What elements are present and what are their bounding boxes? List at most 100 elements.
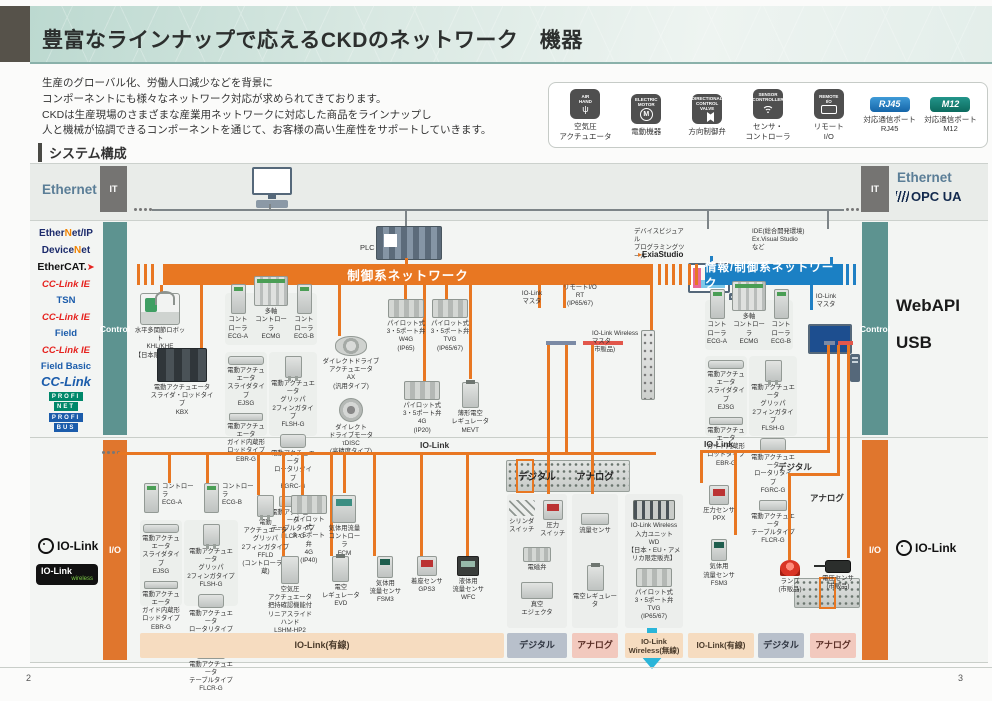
plc-label: PLC bbox=[360, 243, 375, 252]
product-caption: コントローラ ECG-B bbox=[294, 316, 314, 340]
controller-ecg-a-image bbox=[144, 483, 159, 513]
hand-lshm-hp2-image bbox=[281, 556, 299, 584]
flow-sensor-fsm3: 気体用 流量センサ FSM3 bbox=[370, 556, 401, 605]
logo-text: TSN bbox=[56, 295, 76, 306]
pressure-sensor-ppx: 圧力センサ PPX bbox=[703, 485, 735, 523]
actuator-flsh-g: 電動アクチュエータ グリッパ 2フィンガタイプ FLSH-G bbox=[186, 524, 236, 589]
icon-tile-text: REMOTE I/O bbox=[819, 93, 839, 105]
exiastudio-mark: ▸ bbox=[638, 250, 643, 259]
control-bar-right: Control bbox=[860, 222, 890, 435]
ellipsis-dots bbox=[134, 208, 137, 211]
controller-ecmg: 多軸 コントローラ ECMG bbox=[254, 276, 288, 341]
product-caption: IO-Link Wireless 入力ユニット WD 【日本・EU・アメリカ限定… bbox=[627, 522, 681, 563]
logo-text: CC-Link bbox=[41, 279, 82, 290]
icon-caption: リモート I/O bbox=[813, 122, 844, 141]
connector bbox=[168, 455, 171, 483]
actuator-flcr-g: 電動アクチュエータ テーブルタイプ FLCR-G bbox=[751, 499, 795, 546]
icon-item-rj45: RJ45 対応通信ポート RJ45 bbox=[861, 96, 919, 134]
valve-tvg-wireless-image bbox=[636, 567, 672, 587]
header-mesh-decoration bbox=[30, 6, 992, 62]
logo-text: BUS bbox=[53, 423, 79, 432]
lamp-image bbox=[780, 560, 800, 576]
icon-item-air-hand: AIR HAND ψ 空気圧 アクチュエータ bbox=[556, 89, 614, 141]
exiastudio-text: ExiaStudio bbox=[642, 250, 684, 259]
actuator-ejsg: 電動アクチュエータ スライダタイプ EJSG bbox=[142, 524, 180, 576]
flow-controller-fcm-image bbox=[332, 495, 357, 523]
page-number-right: 3 bbox=[958, 673, 964, 683]
product-caption: 電動アクチュエータ スライダタイプ EJSG bbox=[227, 367, 265, 407]
icon-caption: 方向制御弁 bbox=[688, 126, 726, 136]
iolink-wireless-master-image bbox=[641, 330, 656, 400]
flow-sensor-fsm3-image bbox=[377, 556, 394, 578]
protocol-logo-devicenet: DeviceNet bbox=[42, 241, 90, 257]
iolink-logo-text: IO-Link bbox=[915, 541, 957, 555]
product-caption: コントローラ ECG-A bbox=[162, 483, 194, 507]
product-caption: 電動アクチュエータ ガイド内蔵形 ロッドタイプ EBR-G bbox=[142, 590, 180, 631]
logo-text: EtherCAT. bbox=[37, 261, 87, 273]
connector bbox=[282, 455, 285, 556]
icon-tile-text: AIR HAND bbox=[578, 93, 592, 105]
plc-icon bbox=[376, 226, 442, 260]
icon-item-electric-motor: ELECTRIC MOTOR M 電動機器 bbox=[617, 93, 675, 136]
desktop-pc-icon bbox=[252, 167, 292, 208]
port-legend-digital bbox=[546, 341, 576, 345]
pressure-sensor-ppx-image bbox=[708, 485, 729, 505]
logo-text: N bbox=[64, 228, 72, 239]
direct-drive-group: ダイレクトドライブ アクチュエータ AX (汎用タイプ)ダイレクト ドライブモー… bbox=[318, 336, 384, 456]
connector bbox=[206, 455, 209, 483]
logo-text: ➤ bbox=[86, 262, 95, 273]
connector bbox=[373, 455, 376, 556]
product-caption: IO-Link Wireless マスタ (市販品) bbox=[592, 330, 639, 354]
usb-label: USB bbox=[896, 333, 932, 352]
connector bbox=[810, 285, 813, 310]
product-caption: パイロット式 3・5ポート弁 TVG (IP65/67) bbox=[430, 320, 470, 352]
seat-sensor-gps3: 着座センサ GPS3 bbox=[411, 556, 443, 594]
footer-rule bbox=[0, 667, 992, 668]
icon-caption: 空気圧 アクチュエータ bbox=[559, 122, 612, 141]
dd-actuator-ax-image bbox=[334, 336, 367, 356]
product-caption: ダイレクト ドライブモータ τDISC (高精度タイプ) bbox=[328, 423, 374, 456]
controller-ecg-a-image bbox=[709, 289, 725, 320]
io-bar-left: I/O bbox=[103, 440, 127, 660]
exiastudio-logo: ▸ExiaStudio bbox=[638, 250, 683, 259]
connector bbox=[200, 285, 203, 351]
control-bar-left: Control bbox=[100, 222, 130, 435]
product-caption: 電空 レギュレータ EVD bbox=[322, 584, 360, 608]
tool1-caption: デバイスビジュアル プログラミングツール bbox=[634, 228, 685, 260]
icon-item-m12: M12 対応通信ポート M12 bbox=[921, 96, 979, 134]
ep-regulator-image bbox=[586, 562, 604, 591]
icon-caption: 電動機器 bbox=[631, 126, 662, 136]
actuator-flsh-g: 電動アクチュエータ グリッパ 2フィンガタイプ FLSH-G bbox=[271, 356, 315, 429]
connector bbox=[404, 285, 407, 299]
flow-sensor: 流量センサ bbox=[579, 512, 611, 535]
connector bbox=[700, 453, 703, 483]
product-caption: 電動アクチュエータ ロータリタイプ FGRC-G bbox=[271, 450, 315, 490]
voltage-sensor-image bbox=[813, 560, 851, 573]
analog-device-box: 流量センサ電空レギュレータ bbox=[572, 494, 618, 628]
actuator-fgrc-g: 電動アクチュエータ ロータリタイプ FGRC-G bbox=[751, 438, 795, 495]
product-caption: 空気圧 アクチュエータ 把持確認機能付 リニアスライド ハンド LSHM-HP2 bbox=[267, 586, 313, 634]
actuator-ejsg-image bbox=[228, 356, 264, 365]
iolink-wireless-logo-text: IO-Link bbox=[41, 566, 72, 576]
io-right-lamp-group: ランプ (市販品) bbox=[768, 560, 812, 594]
iolink-wireless-master-group: IO-Link Wireless マスタ (市販品) bbox=[592, 330, 656, 400]
connector bbox=[257, 455, 260, 495]
product-caption: 気体用流量 コントローラ FCM bbox=[328, 525, 361, 557]
iolink-line-label: IO-Link bbox=[420, 440, 450, 450]
logo-text: IE bbox=[81, 312, 91, 323]
diagram-bottom-border bbox=[30, 662, 988, 663]
pressure-switch: 圧力 スイッチ bbox=[540, 500, 565, 538]
logo-text: PROFI bbox=[48, 392, 84, 401]
connector bbox=[827, 211, 829, 229]
logo-text: IE bbox=[81, 279, 91, 290]
ethernet-line bbox=[152, 209, 844, 211]
hand-lshm-hp2: 空気圧 アクチュエータ 把持確認機能付 リニアスライド ハンド LSHM-HP2 bbox=[268, 556, 312, 635]
io-actuator-box-a: 電動アクチュエータ スライダタイプ EJSG 電動アクチュエータ ガイド内蔵形 ロ… bbox=[140, 520, 182, 631]
air-hand-icon: AIR HAND ψ bbox=[570, 89, 601, 120]
voltage-sensor: 電圧センサ (市販品) bbox=[813, 560, 854, 591]
port-legend-analog bbox=[583, 341, 623, 345]
